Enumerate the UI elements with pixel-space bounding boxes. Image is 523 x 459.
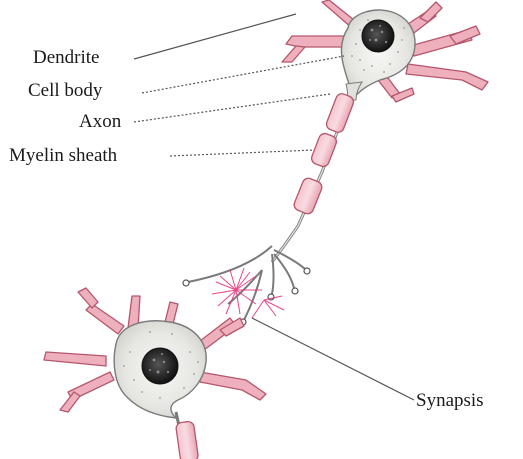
myelin-sheath — [292, 92, 355, 215]
label-axon: Axon — [79, 111, 122, 132]
upper-neuron — [282, 0, 488, 102]
upper-nucleus — [362, 20, 394, 52]
terminal-bouton — [292, 288, 298, 294]
axon-leader — [134, 94, 330, 122]
myelin-leader — [170, 150, 314, 156]
label-myelin-sheath: Myelin sheath — [9, 145, 118, 166]
dendrite-leader — [134, 14, 296, 59]
lower-myelin-segment — [175, 421, 198, 459]
axon-terminals — [188, 246, 306, 320]
myelin-segment — [325, 92, 355, 134]
lower-nucleus — [142, 348, 178, 384]
label-synapsis: Synapsis — [416, 390, 484, 411]
cell-body-leader — [142, 56, 344, 93]
terminal-bouton — [183, 280, 189, 286]
label-dendrite: Dendrite — [33, 47, 99, 68]
myelin-segment — [310, 132, 338, 168]
label-cell-body: Cell body — [28, 80, 103, 101]
myelin-segment — [292, 176, 323, 215]
lower-neuron — [44, 288, 266, 459]
synapsis-leader — [252, 318, 414, 400]
terminal-bouton — [304, 268, 310, 274]
